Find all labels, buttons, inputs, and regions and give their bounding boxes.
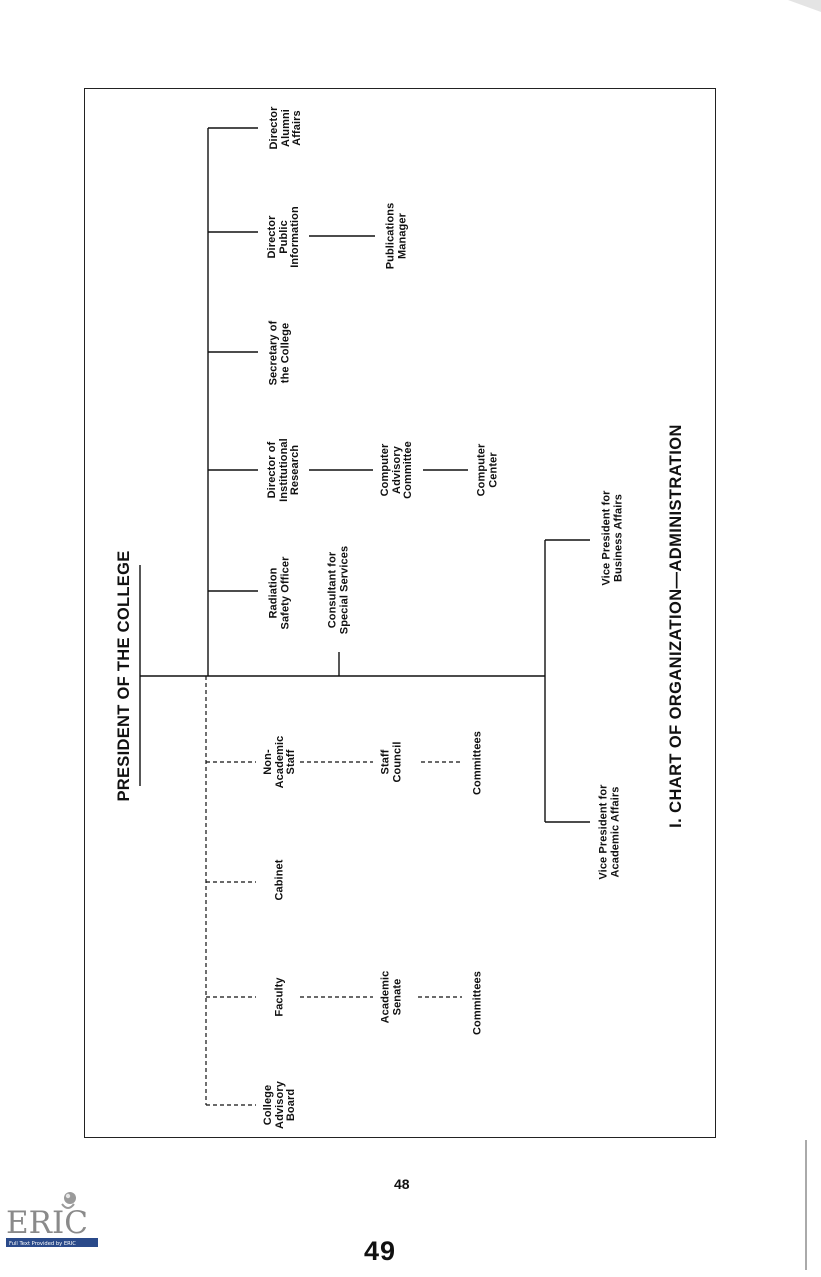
eric-logo: ERIC Full Text Provided by ERIC xyxy=(4,1190,102,1250)
scan-corner-artifact xyxy=(788,0,821,12)
svg-text:ERIC: ERIC xyxy=(6,1205,88,1241)
stamp-page-number: 49 xyxy=(364,1236,397,1266)
svg-text:Full Text Provided by ERIC: Full Text Provided by ERIC xyxy=(9,1241,76,1247)
page-number: 48 xyxy=(394,1176,410,1192)
eric-logo-mark: ERIC Full Text Provided by ERIC xyxy=(6,1192,98,1247)
chart-frame xyxy=(84,88,716,1138)
